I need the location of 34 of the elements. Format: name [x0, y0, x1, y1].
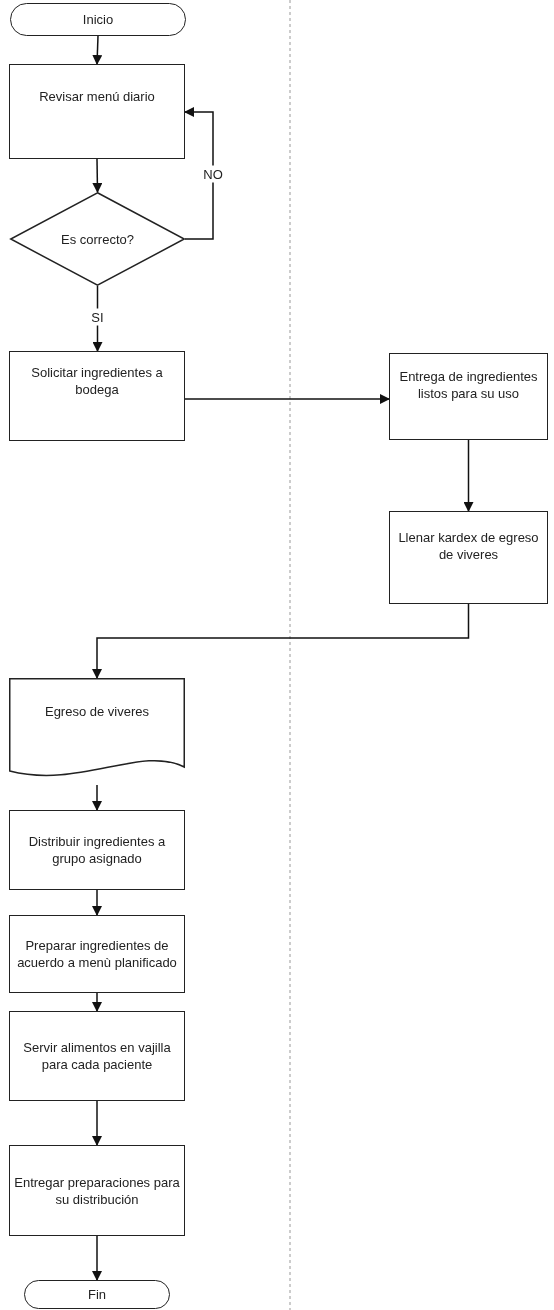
arrow [184, 394, 390, 404]
arrow [92, 1235, 102, 1281]
decision-diamond [10, 192, 185, 286]
process-box [389, 511, 548, 604]
process-box [9, 915, 185, 993]
arrow [92, 158, 103, 193]
arrow [92, 35, 103, 65]
node-text: Revisar menú diario [38, 88, 156, 105]
process-box [9, 1011, 185, 1101]
process-box [9, 1145, 185, 1236]
arrow [92, 992, 102, 1012]
node-text: Distribuir ingredientes a grupo asignado [27, 833, 167, 867]
arrow [92, 603, 470, 679]
node-text: Solicitar ingredientes a bodega [30, 364, 164, 398]
arrow [463, 439, 474, 512]
node-text: Servir alimentos en vajilla para cada paciente [22, 1039, 172, 1073]
node-text: Preparar ingredientes de acuerdo a menù planificado [16, 937, 178, 971]
process-box [9, 810, 185, 890]
node-text: Es correcto? [60, 230, 135, 248]
node-text: Inicio [81, 11, 115, 28]
process-box [389, 353, 548, 440]
edge-label: NO [202, 165, 224, 183]
arrow [92, 1100, 102, 1146]
arrow [92, 784, 102, 811]
edge-label: SI [90, 308, 105, 326]
process-box [9, 351, 185, 441]
arrow [92, 889, 102, 916]
node-text: Llenar kardex de egreso de viveres [397, 528, 540, 563]
node-text: Egreso de viveres [43, 703, 151, 720]
arrow [184, 107, 214, 240]
node-text: Fin [86, 1286, 108, 1303]
node-text: Entregar preparaciones para su distribución [13, 1173, 181, 1208]
node-text: Entrega de ingredientes listos para su uso [398, 367, 539, 402]
process-box [9, 64, 185, 159]
